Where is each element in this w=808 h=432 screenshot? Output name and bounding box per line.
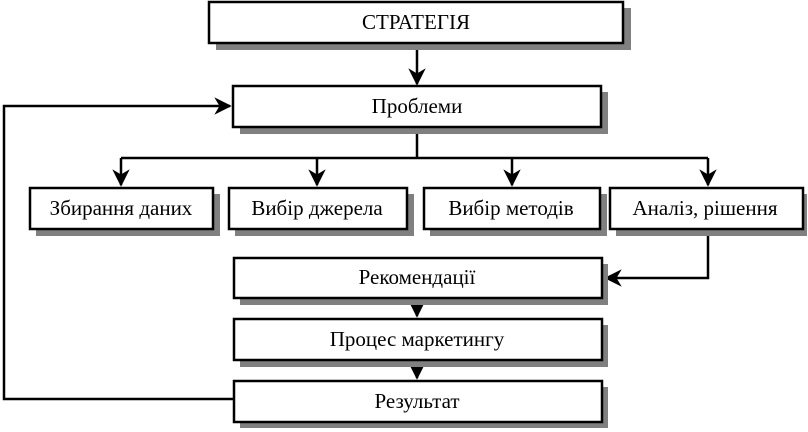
node-marketing-process-label: Процес маркетингу	[330, 327, 505, 351]
node-source-choice-label: Вибір джерела	[251, 196, 383, 220]
node-problems-label: Проблеми	[372, 94, 463, 118]
node-method-choice-label: Вибір методів	[448, 196, 573, 220]
node-data-collection-label: Збирання даних	[50, 196, 193, 220]
node-data-collection: Збирання даних	[28, 186, 220, 236]
node-marketing-process: Процес маркетингу	[232, 317, 608, 367]
node-strategy: СТРАТЕГІЯ	[207, 0, 631, 50]
node-analysis: Аналіз, рішення	[608, 186, 807, 236]
arrow-analysis-to-recommendations	[604, 230, 710, 287]
node-recommendations: Рекомендації	[232, 256, 608, 305]
node-problems: Проблеми	[231, 84, 608, 134]
node-result: Результат	[232, 379, 608, 428]
connectors	[2, 45, 717, 401]
node-method-choice: Вибір методів	[422, 186, 607, 236]
node-result-label: Результат	[374, 389, 459, 413]
node-recommendations-label: Рекомендації	[359, 265, 476, 289]
node-source-choice: Вибір джерела	[227, 186, 414, 236]
node-analysis-label: Аналіз, рішення	[633, 196, 778, 220]
node-strategy-label: СТРАТЕГІЯ	[362, 10, 470, 34]
feedback-result-to-problems	[2, 97, 235, 401]
